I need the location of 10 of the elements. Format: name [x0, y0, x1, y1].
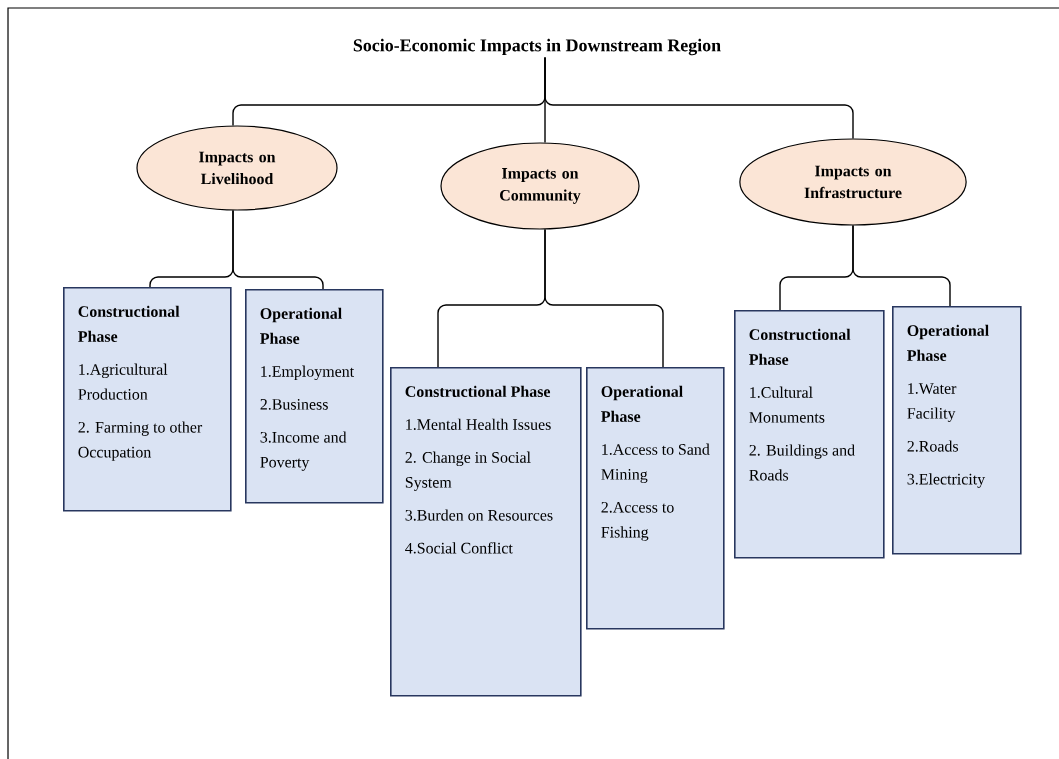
- phase-box: Operational Phase 1.Water Facility 2.Roads 3.Electricity: [892, 306, 1022, 555]
- phase-box: Constructional Phase 1.Mental Health Issues 2. Change in Social System 3.Burden on Resources 4.Social Conflict: [390, 367, 582, 697]
- phase-box: Constructional Phase 1.Agricultural Production 2. Farming to other Occupation: [63, 287, 232, 512]
- phase-box: Constructional Phase 1.Cultural Monuments 2. Buildings and Roads: [734, 310, 885, 559]
- title: Socio-Economic Impacts in Downstream Region: [353, 38, 721, 56]
- phase-box: Operational Phase 1.Access to Sand Mining 2.Access to Fishing: [586, 367, 725, 630]
- connector-line: [852, 224, 951, 307]
- phase-box: Operational Phase 1.Employment 2.Business 3.Income and Poverty: [245, 289, 384, 504]
- connector-line: [544, 228, 664, 368]
- connector-line: [544, 56, 854, 140]
